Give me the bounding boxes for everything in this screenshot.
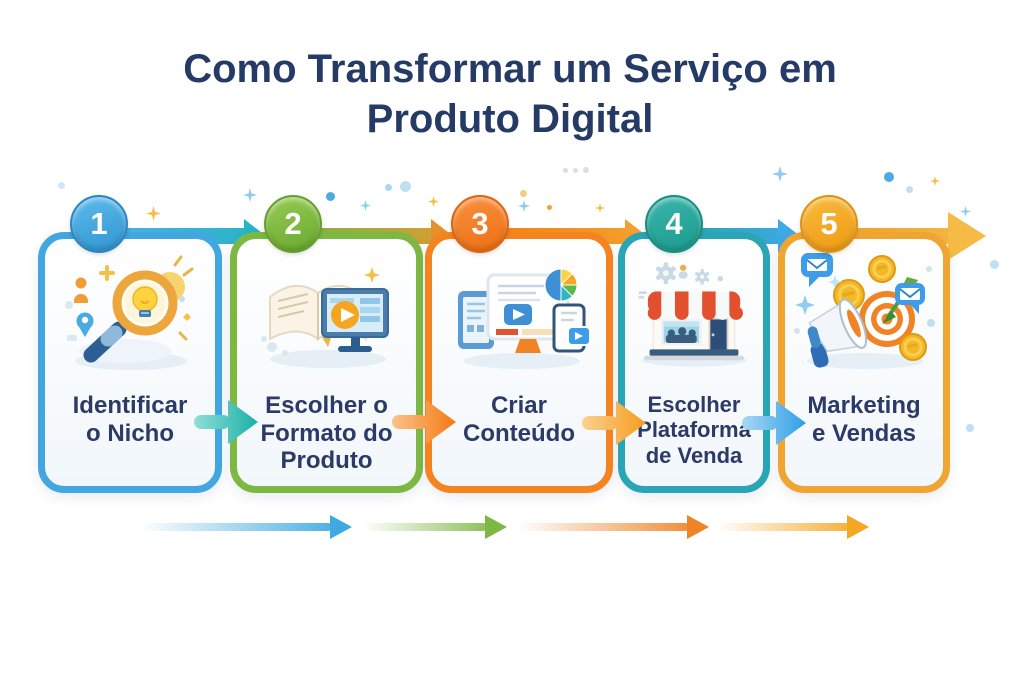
- sparkle-icon: [428, 196, 439, 207]
- storefront-icon: [626, 247, 762, 386]
- dot-icon: [884, 172, 894, 182]
- coin-icon: [868, 255, 896, 283]
- page-title: Como Transformar um Serviço em Produto D…: [183, 47, 837, 141]
- message-bubble-icon: [895, 283, 925, 314]
- dot-icon: [520, 190, 527, 197]
- step-label-3: Criar Conteúdo: [463, 392, 575, 447]
- step-number-badge-4: 4: [645, 195, 703, 253]
- dot-icon: [400, 181, 411, 192]
- message-bubble-icon: [801, 253, 833, 287]
- step-number-badge-5: 5: [800, 195, 858, 253]
- megaphone-icon: [807, 298, 868, 368]
- sparkle-icon: [772, 166, 788, 182]
- sparkle-icon: [930, 176, 940, 186]
- content-devices-icon: [444, 247, 594, 386]
- sparkle-icon: [518, 200, 530, 212]
- open-book-monitor-icon: [252, 247, 402, 386]
- step-card-5: Marketing e Vendas: [778, 232, 950, 493]
- step-number-badge-1: 1: [70, 195, 128, 253]
- magnifier-lightbulb-icon: [55, 247, 205, 386]
- step-label-4: Escolher Plataforma de Venda: [637, 392, 751, 468]
- dot-icon: [990, 260, 999, 269]
- sparkle-icon: [360, 200, 371, 211]
- step-label-2: Escolher o Formato do Produto: [260, 392, 393, 475]
- dot-icon: [326, 192, 335, 201]
- step-number-badge-3: 3: [451, 195, 509, 253]
- bottom-arrow-4: [716, 515, 869, 539]
- dot-icon: [385, 184, 392, 191]
- sparkle-icon: [243, 188, 257, 202]
- sparkle-icon: [960, 206, 971, 217]
- bottom-arrow-2: [363, 515, 507, 539]
- step-number-badge-2: 2: [264, 195, 322, 253]
- megaphone-target-coins-icon: [784, 247, 944, 386]
- step-card-3: Criar Conteúdo: [425, 232, 613, 493]
- sparkle-icon: [146, 206, 161, 221]
- step-label-1: Identificar o Nicho: [72, 392, 188, 447]
- dot-icon: [563, 168, 568, 173]
- dot-icon: [966, 424, 974, 432]
- step-card-2: Escolher o Formato do Produto: [230, 232, 423, 493]
- dot-icon: [547, 205, 552, 210]
- dot-icon: [58, 182, 65, 189]
- dot-icon: [906, 186, 913, 193]
- step-label-5: Marketing e Vendas: [807, 392, 921, 447]
- bottom-arrow-1: [140, 515, 352, 539]
- step-card-1: Identificar o Nicho: [38, 232, 222, 493]
- step-card-4: Escolher Plataforma de Venda: [618, 232, 770, 493]
- dot-icon: [573, 168, 578, 173]
- coin-icon: [899, 333, 927, 361]
- sparkle-icon: [595, 203, 605, 213]
- bottom-arrow-3: [517, 515, 709, 539]
- dot-icon: [583, 167, 589, 173]
